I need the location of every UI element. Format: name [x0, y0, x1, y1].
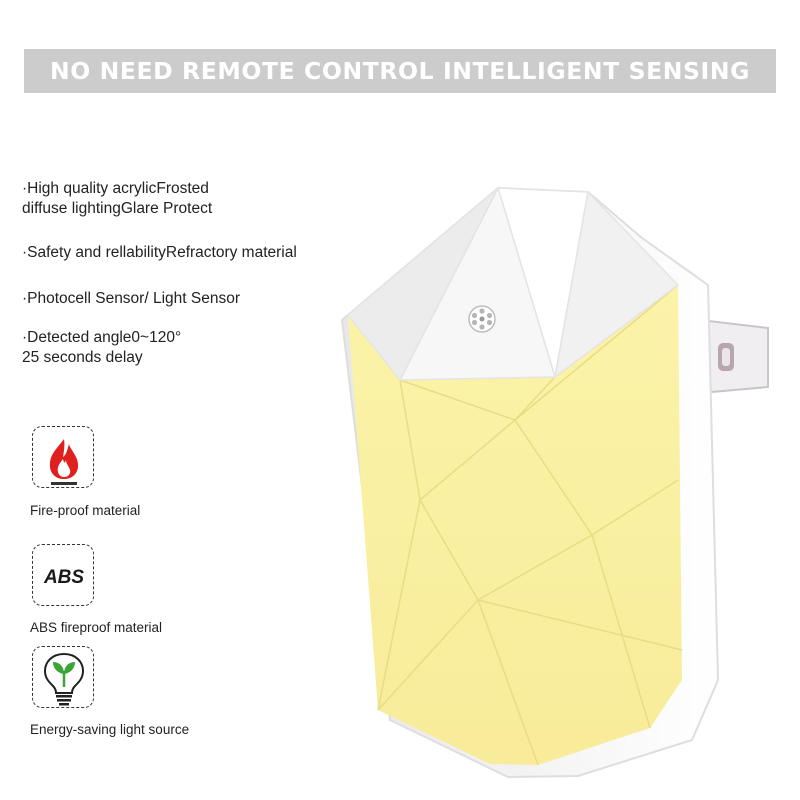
- abs-badge: ABS: [32, 544, 94, 606]
- abs-label: ABS: [43, 567, 84, 588]
- badge-caption: Fire-proof material: [30, 503, 141, 518]
- plug-prong: [699, 318, 769, 395]
- banner-title: NO NEED REMOTE CONTROL INTELLIGENT SENSI…: [24, 49, 776, 93]
- feature-line: ·Photocell Sensor/ Light Sensor: [22, 290, 240, 307]
- badge-caption: Energy-saving light source: [30, 722, 190, 737]
- badge-caption: ABS fireproof material: [30, 620, 163, 635]
- feature-line: ·Safety and rellabilityRefractory materi…: [22, 244, 297, 261]
- light-sensor-icon: [468, 305, 496, 333]
- top-cap: [346, 185, 680, 382]
- feature-acrylic: ·High quality acrylicFrosted diffuse lig…: [22, 179, 212, 219]
- diffuser-facets: [377, 284, 683, 766]
- feature-safety: ·Safety and rellabilityRefractory materi…: [22, 243, 297, 263]
- feature-line: ·Detected angle0~120°: [22, 329, 182, 346]
- feature-detection: ·Detected angle0~120° 25 seconds delay: [22, 328, 181, 368]
- night-light-product-image: [340, 185, 769, 779]
- feature-line: 25 seconds delay: [22, 349, 143, 366]
- flame-icon: [49, 439, 79, 485]
- energy-saving-badge: [32, 646, 94, 708]
- fire-proof-badge: [32, 426, 94, 488]
- feature-line: ·High quality acrylicFrosted: [22, 180, 209, 197]
- glow-diffuser: [348, 285, 682, 765]
- feature-line: diffuse lightingGlare Protect: [22, 200, 213, 217]
- light-bulb-leaf-icon: [43, 652, 85, 706]
- feature-photocell: ·Photocell Sensor/ Light Sensor: [22, 289, 240, 309]
- abs-icon: ABS: [43, 567, 84, 588]
